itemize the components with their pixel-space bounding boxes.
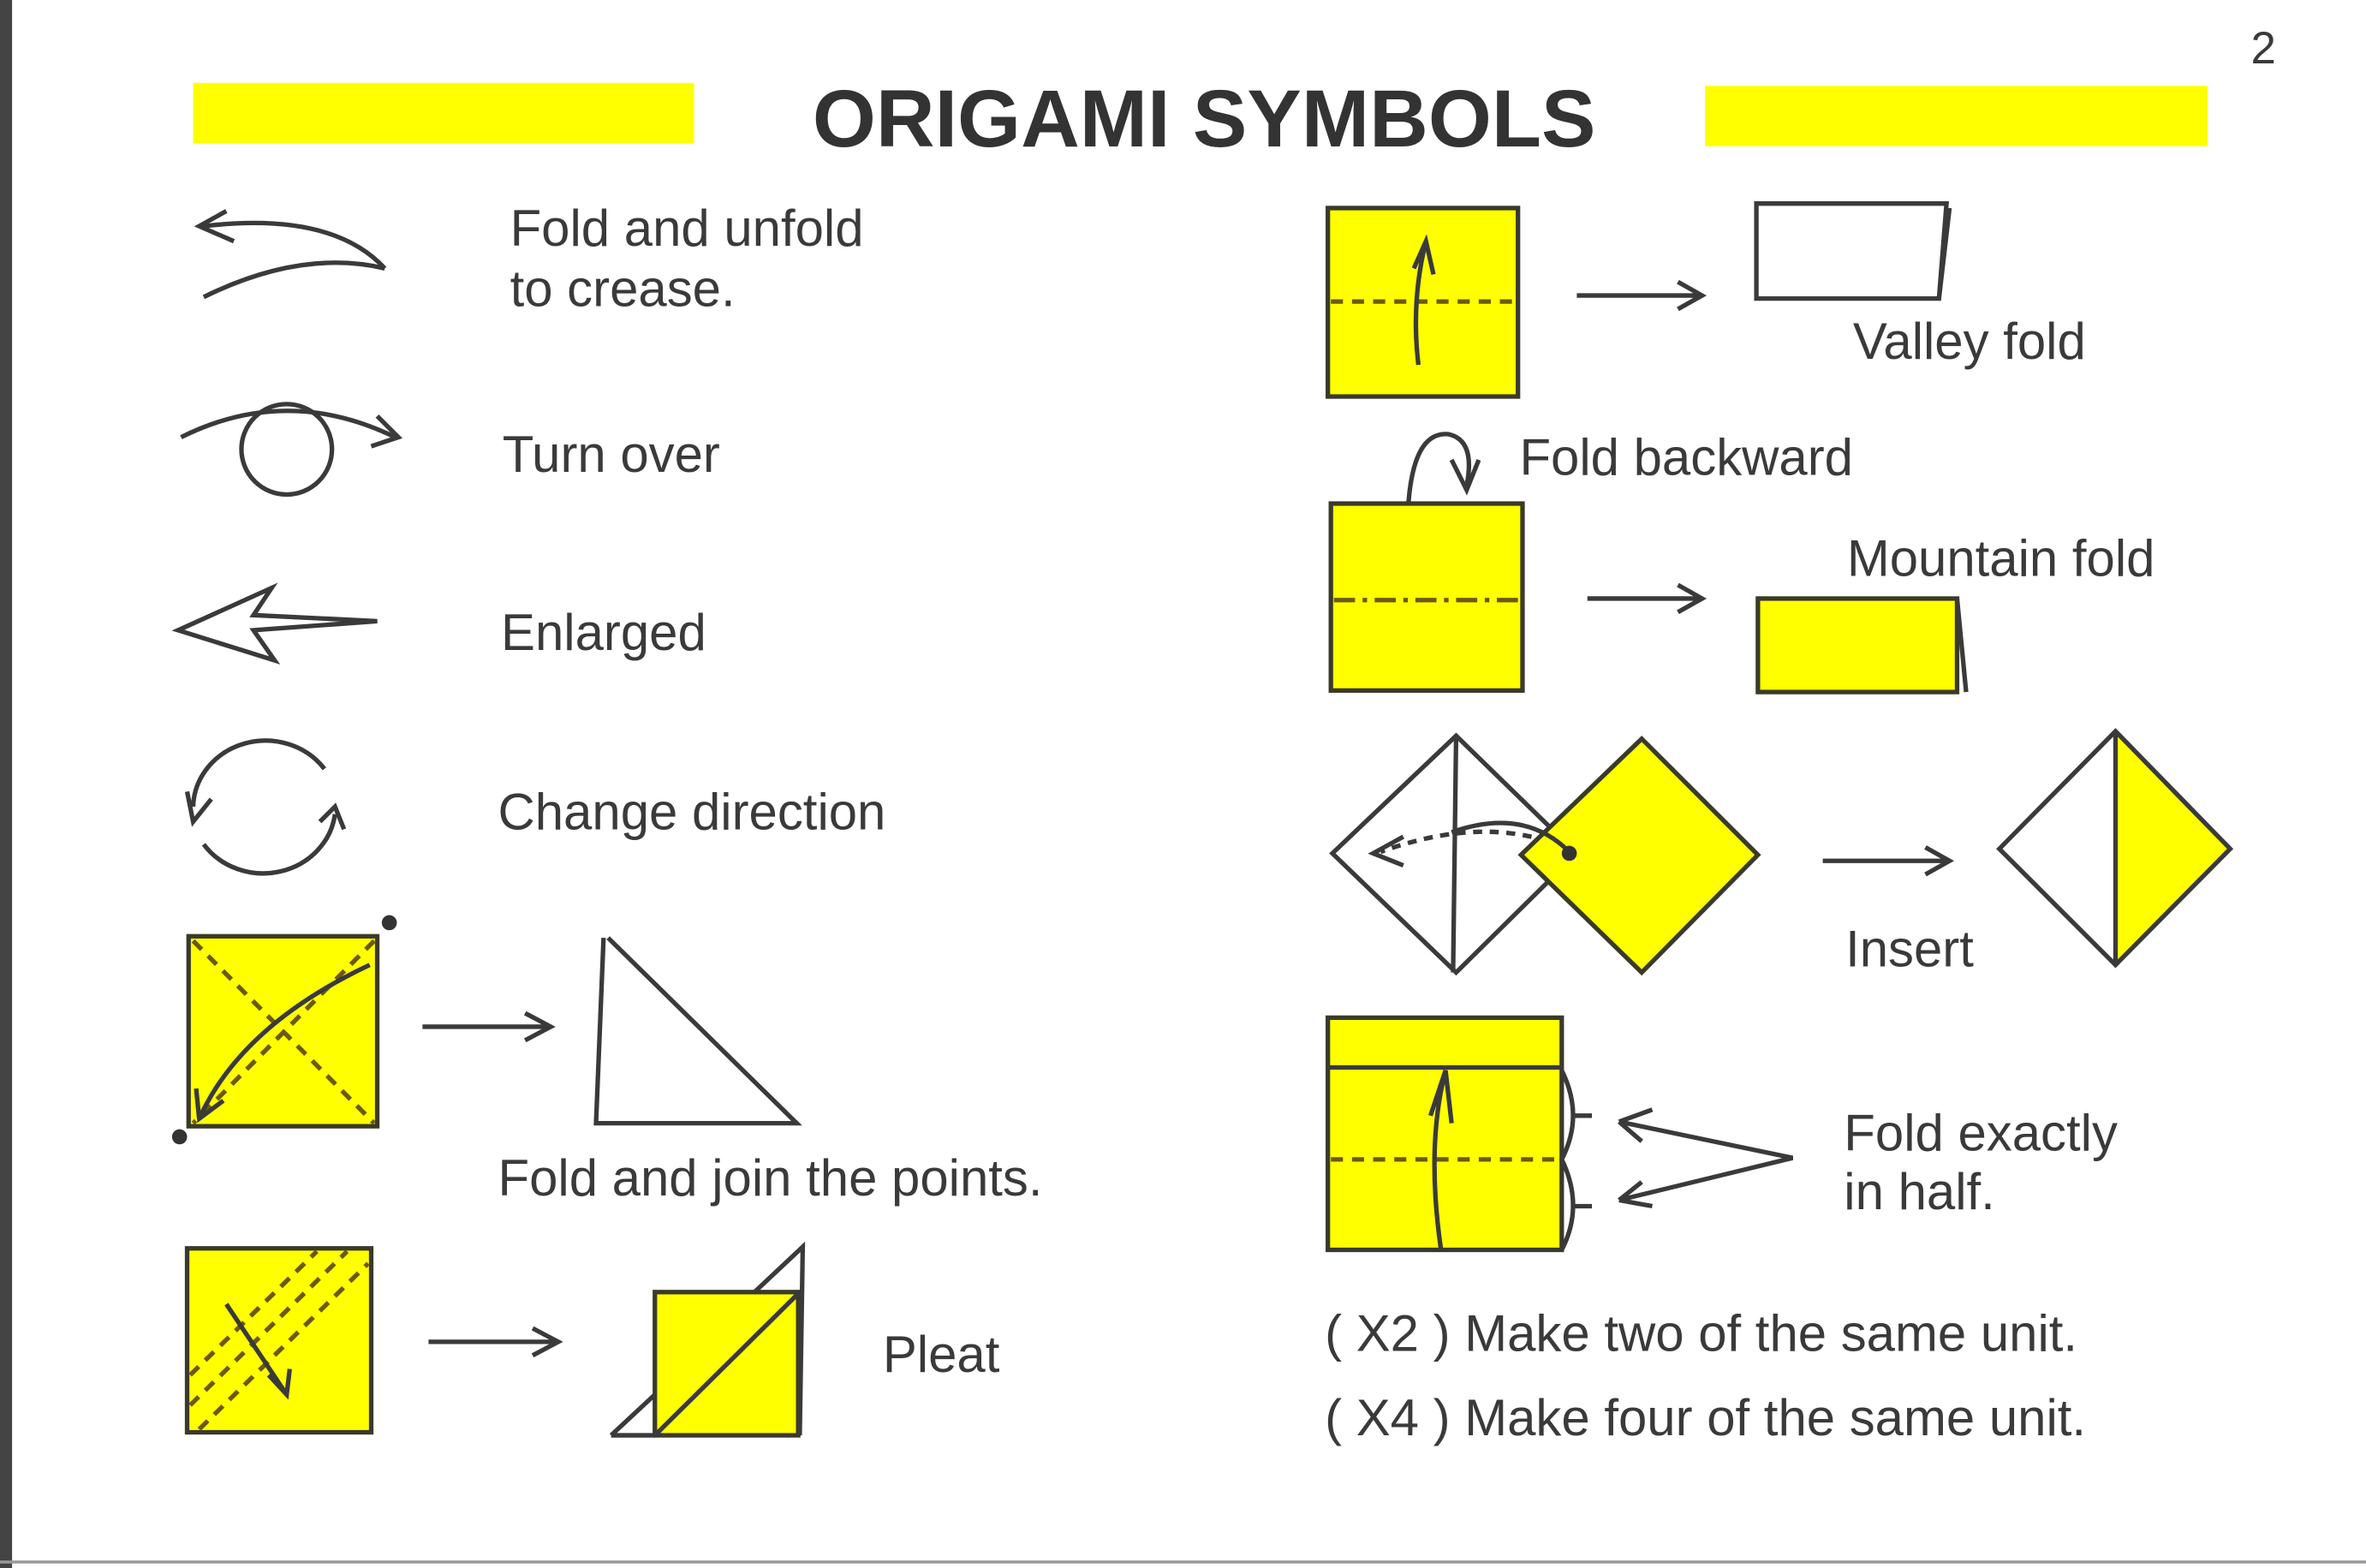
page-title: ORIGAMI SYMBOLS bbox=[813, 74, 1596, 164]
fold-join-points-diagram bbox=[171, 915, 802, 1145]
valley-fold-diagram bbox=[1326, 201, 1952, 399]
change-direction-label: Change direction bbox=[498, 783, 885, 840]
pleat-label: Pleat bbox=[883, 1326, 1000, 1383]
insert-diagram bbox=[1329, 728, 2234, 976]
mountain-fold-label: Mountain fold bbox=[1847, 530, 2155, 587]
change-direction-icon bbox=[184, 738, 347, 876]
fold-backward-arrow-icon bbox=[1404, 432, 1481, 555]
valley-fold-label: Valley fold bbox=[1853, 313, 2086, 370]
enlarged-label: Enlarged bbox=[501, 604, 706, 661]
x4-note: ( X4 ) Make four of the same unit. bbox=[1325, 1389, 2086, 1446]
fold-half-label-1: Fold exactly bbox=[1844, 1104, 2118, 1161]
title-bar-left bbox=[193, 82, 694, 144]
page-edge bbox=[0, 0, 13, 1568]
page-number: 2 bbox=[2250, 23, 2275, 74]
fold-backward-label: Fold backward bbox=[1519, 429, 1853, 486]
fold-half-label-2: in half. bbox=[1844, 1163, 1994, 1220]
fold-unfold-label-1: Fold and unfold bbox=[510, 200, 864, 257]
x2-note: ( X2 ) Make two of the same unit. bbox=[1325, 1305, 2077, 1362]
fold-unfold-arrow-icon bbox=[194, 209, 387, 300]
turn-over-icon bbox=[180, 402, 403, 498]
insert-label: Insert bbox=[1845, 921, 1974, 978]
turn-over-label: Turn over bbox=[503, 426, 720, 483]
fold-join-points-label: Fold and join the points. bbox=[498, 1149, 1042, 1207]
title-bar-right bbox=[1705, 86, 2208, 146]
fold-unfold-label-2: to crease. bbox=[510, 259, 736, 317]
mountain-fold-diagram bbox=[1328, 432, 1969, 695]
pleat-diagram bbox=[184, 1241, 806, 1438]
fold-in-half-diagram bbox=[1326, 1015, 1794, 1253]
enlarged-arrow-icon bbox=[171, 582, 378, 665]
